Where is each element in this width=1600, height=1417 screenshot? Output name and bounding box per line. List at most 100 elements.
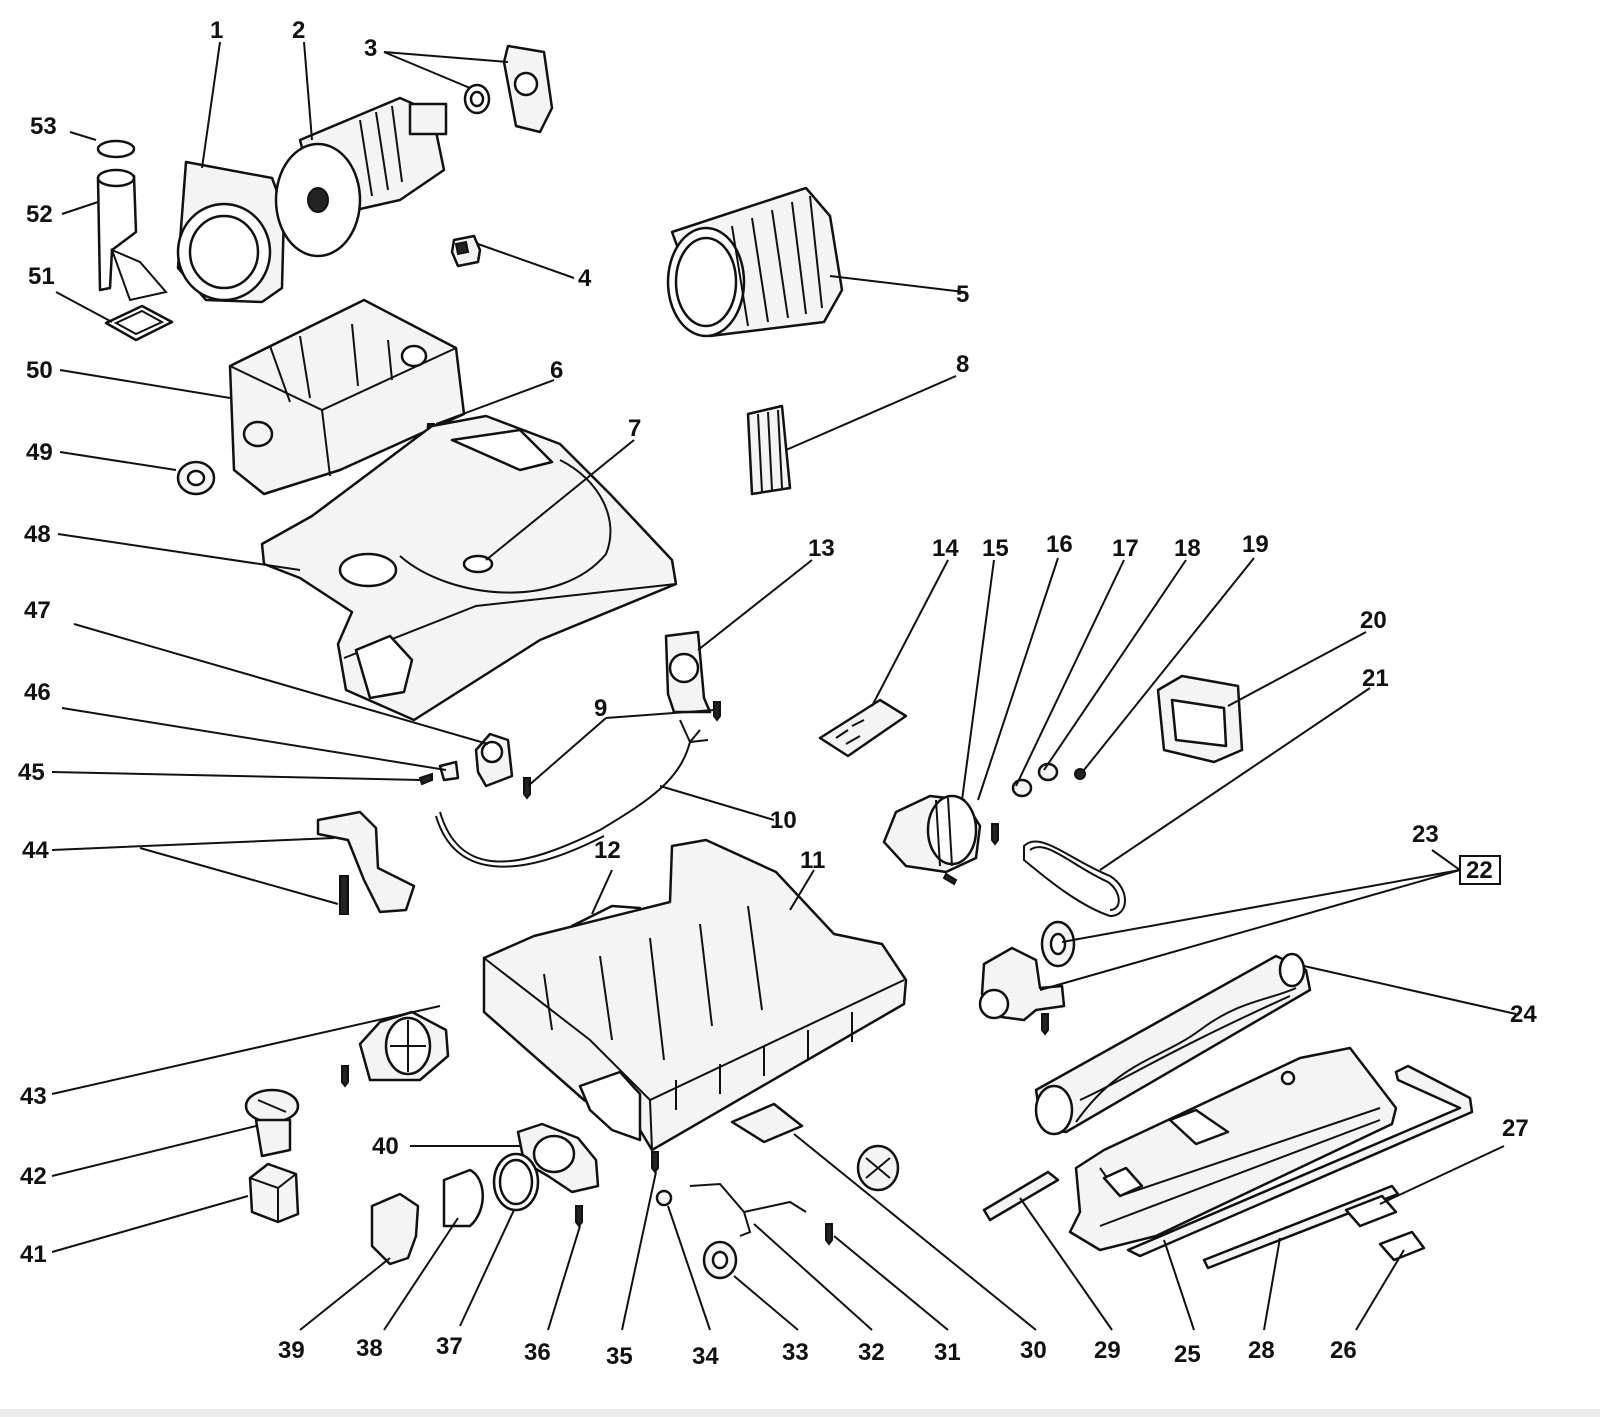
part-49-pulley xyxy=(176,460,216,496)
part-36-screw xyxy=(575,1205,583,1228)
callout-42: 42 xyxy=(20,1163,47,1190)
callout-16: 16 xyxy=(1046,531,1073,558)
part-3-motor-bracket xyxy=(463,44,554,134)
callout-28: 28 xyxy=(1248,1337,1275,1364)
part-8-filter-block xyxy=(746,404,792,496)
callout-53: 53 xyxy=(30,113,57,140)
part-20-frame xyxy=(1156,674,1244,764)
callout-45: 45 xyxy=(18,759,45,786)
part-2-motor xyxy=(274,96,448,258)
callout-17: 17 xyxy=(1112,535,1139,562)
part-46-clip xyxy=(438,760,460,782)
part-35-screw xyxy=(651,1151,659,1174)
part-42-knob xyxy=(244,1088,300,1158)
callout-12: 12 xyxy=(594,837,621,864)
callout-51: 51 xyxy=(28,263,55,290)
part-brush-end xyxy=(856,1144,900,1192)
callout-23: 23 xyxy=(1412,821,1439,848)
callout-29: 29 xyxy=(1094,1337,1121,1364)
callout-32: 32 xyxy=(858,1339,885,1366)
callout-9: 9 xyxy=(594,695,607,722)
part-5-filter xyxy=(666,186,844,338)
part-47-bracket xyxy=(474,732,514,788)
part-13-bracket xyxy=(664,630,712,714)
callout-25: 25 xyxy=(1174,1341,1201,1368)
callout-8: 8 xyxy=(956,351,969,378)
callout-11: 11 xyxy=(800,847,825,874)
callout-7: 7 xyxy=(628,415,641,442)
callout-2: 2 xyxy=(292,17,305,44)
callout-41: 41 xyxy=(20,1241,47,1268)
callout-18: 18 xyxy=(1174,535,1201,562)
part-32-lever xyxy=(689,1182,807,1237)
callout-37: 37 xyxy=(436,1333,463,1360)
callout-1: 1 xyxy=(210,17,223,44)
part-29-strip xyxy=(982,1170,1060,1222)
callout-10: 10 xyxy=(770,807,797,834)
part-33-gear xyxy=(702,1240,738,1280)
callout-40: 40 xyxy=(372,1133,399,1160)
part-41-cap xyxy=(248,1162,300,1224)
part-51-gasket xyxy=(104,304,174,342)
part-37-ring xyxy=(492,1152,540,1212)
callout-26: 26 xyxy=(1330,1337,1357,1364)
part-14-circuit-board xyxy=(818,698,908,758)
part-9-screws xyxy=(523,701,721,800)
part-22-shaft-assembly xyxy=(978,946,1066,1036)
part-26-label xyxy=(1378,1230,1426,1262)
part-48-hood xyxy=(260,414,678,722)
callout-48: 48 xyxy=(24,521,51,548)
part-45-screw xyxy=(418,772,433,786)
part-23-gear xyxy=(1040,920,1076,968)
callout-46: 46 xyxy=(24,679,51,706)
part-44-pedal xyxy=(316,810,416,915)
part-18-bushing xyxy=(1037,762,1059,782)
callout-22: 22 xyxy=(1466,857,1493,884)
callout-4: 4 xyxy=(578,265,592,292)
callout-15: 15 xyxy=(982,535,1009,562)
callout-33: 33 xyxy=(782,1339,809,1366)
callout-30: 30 xyxy=(1020,1337,1047,1364)
callout-3: 3 xyxy=(364,35,377,62)
callout-43: 43 xyxy=(20,1083,47,1110)
part-28-strip xyxy=(1202,1184,1400,1270)
callout-5: 5 xyxy=(956,281,969,308)
callout-19: 19 xyxy=(1242,531,1269,558)
part-10-wires xyxy=(435,719,709,868)
part-rail xyxy=(1126,1064,1474,1258)
callout-31: 31 xyxy=(934,1339,961,1366)
part-52-tube xyxy=(96,168,168,302)
part-25-base-plate xyxy=(1068,1046,1398,1252)
part-53-cap xyxy=(96,139,136,159)
part-31-screw xyxy=(825,1223,833,1246)
part-16-brush-motor xyxy=(882,794,999,886)
part-27-label xyxy=(1344,1194,1398,1228)
callout-44: 44 xyxy=(22,837,49,864)
callout-27: 27 xyxy=(1502,1115,1529,1142)
callout-20: 20 xyxy=(1360,607,1387,634)
callout-50: 50 xyxy=(26,357,53,384)
callout-21: 21 xyxy=(1362,665,1389,692)
part-1-fan-housing xyxy=(176,160,286,304)
leader-lines xyxy=(51,41,1517,1331)
part-11-base xyxy=(482,838,908,1152)
callout-24: 24 xyxy=(1510,1001,1537,1028)
part-39-cover xyxy=(370,1192,420,1266)
part-17-bushing xyxy=(1011,778,1033,798)
callout-49: 49 xyxy=(26,439,53,466)
callout-labels: 1 2 3 53 52 51 4 5 50 6 8 7 49 48 13 14 … xyxy=(18,17,1537,1370)
part-24-brushroll xyxy=(1034,952,1312,1136)
callout-47: 47 xyxy=(24,597,51,624)
part-50-motor-housing xyxy=(228,298,466,496)
callout-22-box xyxy=(1459,855,1501,885)
part-38-lens xyxy=(442,1168,484,1228)
callout-39: 39 xyxy=(278,1337,305,1364)
part-43-wheel xyxy=(341,1010,450,1088)
callout-6: 6 xyxy=(550,357,563,384)
callout-35: 35 xyxy=(606,1343,633,1370)
part-19-nut xyxy=(1074,768,1086,780)
part-34-nut xyxy=(655,1189,673,1207)
part-30-clip xyxy=(730,1102,804,1144)
bottom-strip xyxy=(0,1409,1600,1417)
